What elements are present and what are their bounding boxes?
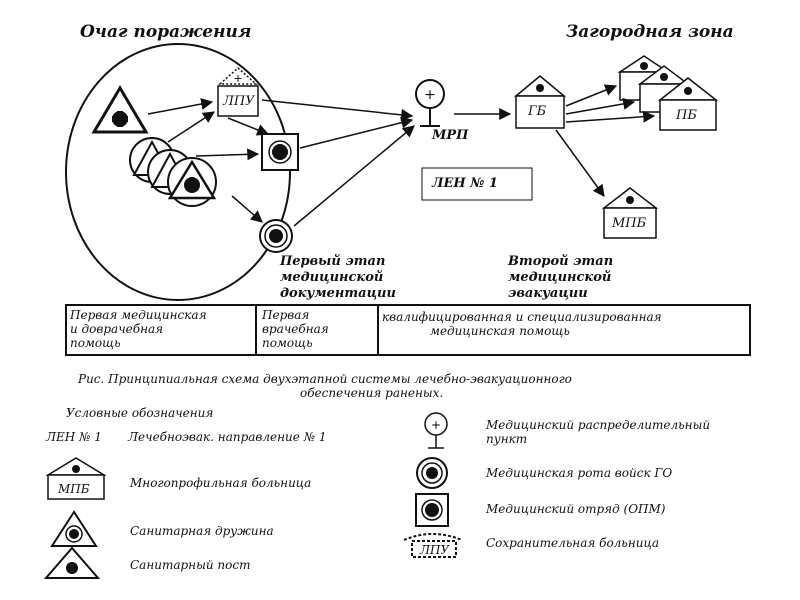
cell2-line2: врачебная <box>262 322 329 336</box>
mpb-label: МПБ <box>612 216 647 231</box>
cell1-line2: и доврачебная <box>70 322 164 336</box>
stage2-line2: медицинской <box>508 270 612 285</box>
stage1-line1: Первый этап <box>280 254 386 269</box>
legend-san-druzhina-text: Санитарная дружина <box>130 524 274 538</box>
pb-label: ПБ <box>676 108 697 123</box>
gb-hospital-icon <box>513 75 567 129</box>
legend-len-text: Лечебноэвак. направление № 1 <box>128 430 327 444</box>
cell2-line1: Первая <box>262 308 310 322</box>
legend-san-post-text: Санитарный пост <box>130 558 251 572</box>
stage1-line2: медицинской <box>280 270 384 285</box>
hospital-stack-icon <box>617 55 719 131</box>
suburban-zone-title: Загородная зона <box>566 22 734 42</box>
cell2-line3: помощь <box>262 336 313 350</box>
lpu-hospital-icon: + <box>217 66 259 117</box>
mrp-point-icon: + <box>415 79 445 127</box>
legend-mrp-line2: пункт <box>486 432 528 446</box>
legend-lpu-code: ЛПУ <box>420 543 450 557</box>
svg-text:+: + <box>233 72 242 85</box>
legend-med-company-text: Медицинская рота войск ГО <box>486 466 673 480</box>
cell1-line1: Первая медицинская <box>70 308 207 322</box>
lpu-label: ЛПУ <box>223 94 255 109</box>
legend-mrp-line1: Медицинский распределительный <box>486 418 711 432</box>
cell1-line3: помощь <box>70 336 121 350</box>
len-label: ЛЕН № 1 <box>432 176 498 191</box>
legend-lpu-icon <box>403 533 463 558</box>
legend-med-company-icon <box>416 457 448 489</box>
sanitary-squad-group-icon <box>129 137 217 207</box>
cell3-line1: квалифицированная и специализированная <box>382 310 662 324</box>
len-box <box>421 167 533 201</box>
medical-company-icon <box>259 219 293 253</box>
stage1-line3: документации <box>280 286 396 301</box>
stages-table-frame <box>65 304 751 356</box>
legend-mpb-code: МПБ <box>58 482 90 496</box>
caption-line1: Рис. Принципиальная схема двухэтапной си… <box>78 372 572 386</box>
cell3-line2: медицинская помощь <box>430 324 570 338</box>
legend-sanitary-squad-icon <box>50 510 98 547</box>
medical-detachment-icon <box>261 133 299 171</box>
legend-sanitary-post-icon <box>43 546 101 579</box>
gb-label: ГБ <box>528 104 547 119</box>
mpb-hospital-icon <box>601 187 659 239</box>
affected-zone-ellipse <box>65 43 291 301</box>
stage2-line1: Второй этап <box>508 254 614 269</box>
stage2-line3: эвакуации <box>508 286 588 301</box>
svg-text:+: + <box>424 87 436 103</box>
flow-arrows <box>147 84 656 227</box>
affected-zone-title: Очаг поражения <box>80 22 252 42</box>
svg-text:+: + <box>431 418 441 432</box>
legend-mpb-icon <box>45 457 107 500</box>
legend-len-code: ЛЕН № 1 <box>46 430 102 444</box>
legend-mpb-text: Многопрофильная больница <box>130 476 312 490</box>
legend-title: Условные обозначения <box>66 406 214 420</box>
legend-med-detachment-text: Медицинский отряд (ОПМ) <box>486 502 666 516</box>
mrp-label: МРП <box>432 128 469 143</box>
sanitary-post-icon <box>91 85 149 134</box>
caption-line2: обеспечения раненых. <box>300 386 444 400</box>
legend-med-detachment-icon <box>415 493 449 527</box>
legend-lpu-text: Сохранительная больница <box>486 536 659 550</box>
legend-mrp-icon: + <box>424 412 448 449</box>
